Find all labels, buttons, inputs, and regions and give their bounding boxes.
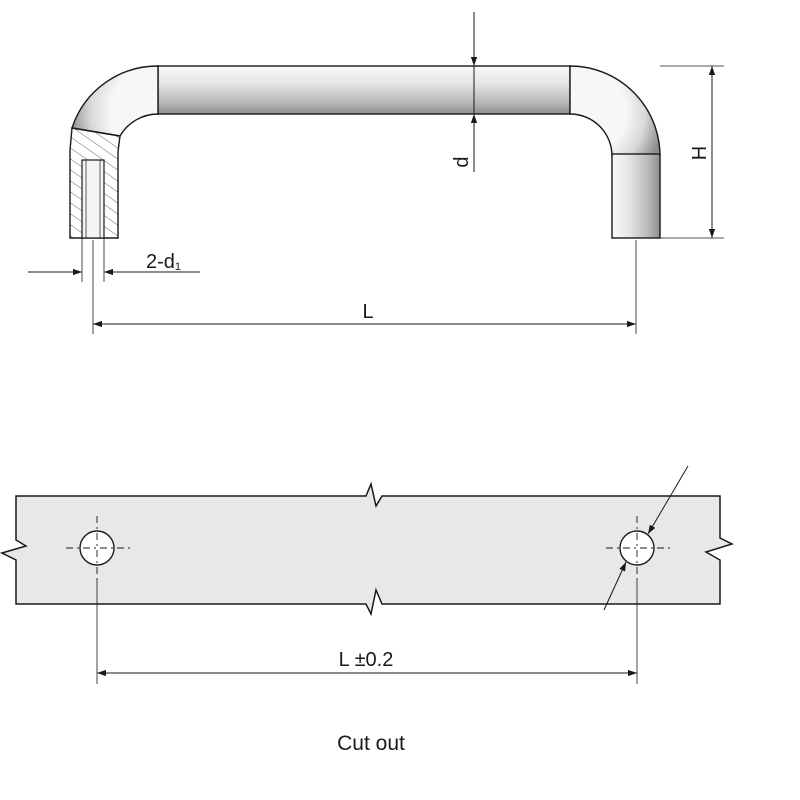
- dimension-hole: 2-d1: [28, 238, 200, 282]
- handle-right-leg: [611, 153, 661, 239]
- plate-outline: [0, 481, 735, 617]
- dimension-l: L: [92, 240, 637, 334]
- dimension-d-label: d: [451, 156, 473, 167]
- dimension-d: d: [451, 12, 478, 172]
- dimension-h: H: [660, 65, 724, 239]
- cutout-hole-right: [606, 516, 670, 580]
- dimension-hole-diameter: [603, 465, 689, 611]
- handle-side-view: [69, 65, 661, 239]
- dimension-l-tolerance: L ±0.2: [96, 580, 638, 684]
- handle-grip-bar: [157, 65, 571, 115]
- dimension-l-label: L: [362, 301, 373, 323]
- tapped-hole: [81, 159, 105, 239]
- handle-left-bend: [71, 65, 159, 137]
- dimension-l-tolerance-label: L ±0.2: [339, 649, 394, 671]
- handle-right-bend: [569, 65, 661, 157]
- cutout-caption: Cut out: [337, 732, 405, 755]
- cutout-plate: [0, 481, 735, 617]
- dimension-hole-label: 2-d1: [146, 251, 181, 273]
- dimension-h-label: H: [689, 146, 711, 160]
- cutout-hole-left: [66, 516, 130, 580]
